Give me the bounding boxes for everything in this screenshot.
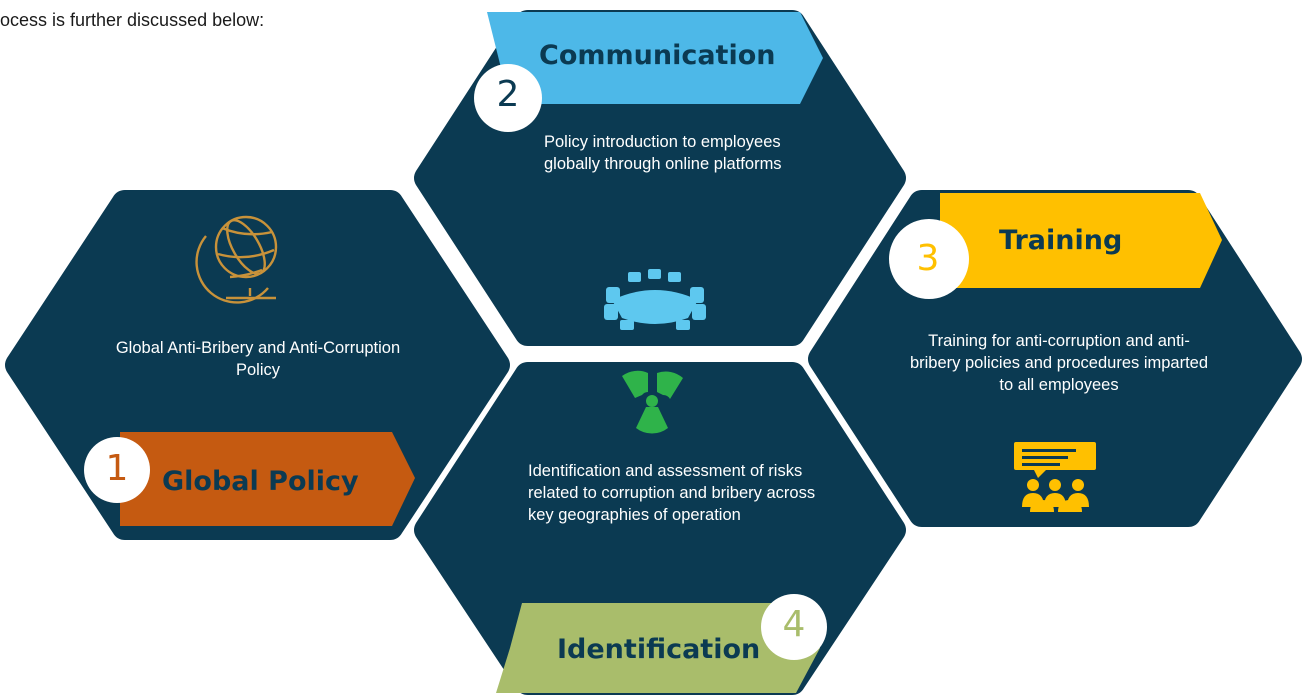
badge-circle-1 — [84, 437, 150, 503]
training-title: Training — [999, 225, 1123, 256]
badge-circle-2 — [474, 64, 542, 132]
global-policy-number: 1 — [105, 448, 129, 489]
global-policy-title: Global Policy — [162, 466, 359, 497]
badge-circle-4 — [761, 594, 827, 660]
communication-number: 2 — [496, 74, 520, 115]
identification-number: 4 — [782, 604, 806, 645]
identification-title: Identification — [557, 634, 761, 665]
presentation-audience-icon — [1014, 442, 1096, 512]
communication-title: Communication — [539, 40, 776, 71]
training-number: 3 — [916, 238, 940, 279]
badge-circle-3 — [889, 219, 969, 299]
banner-communication — [487, 12, 823, 104]
communication-description: Policy introduction to employees globall… — [544, 133, 782, 173]
conference-table-icon — [604, 269, 706, 330]
radiation-hazard-icon — [622, 370, 683, 434]
banner-training — [940, 193, 1222, 288]
banner-identification — [496, 603, 820, 693]
identification-description: Identification and assessment of risks r… — [528, 462, 816, 524]
banner-global-policy — [120, 432, 415, 526]
intro-text: ocess is further discussed below: — [0, 10, 265, 30]
global-policy-description: Global Anti-Bribery and Anti-Corruption … — [115, 339, 401, 379]
training-description: Training for anti-corruption and anti-br… — [909, 332, 1209, 394]
globe-icon — [195, 215, 278, 304]
